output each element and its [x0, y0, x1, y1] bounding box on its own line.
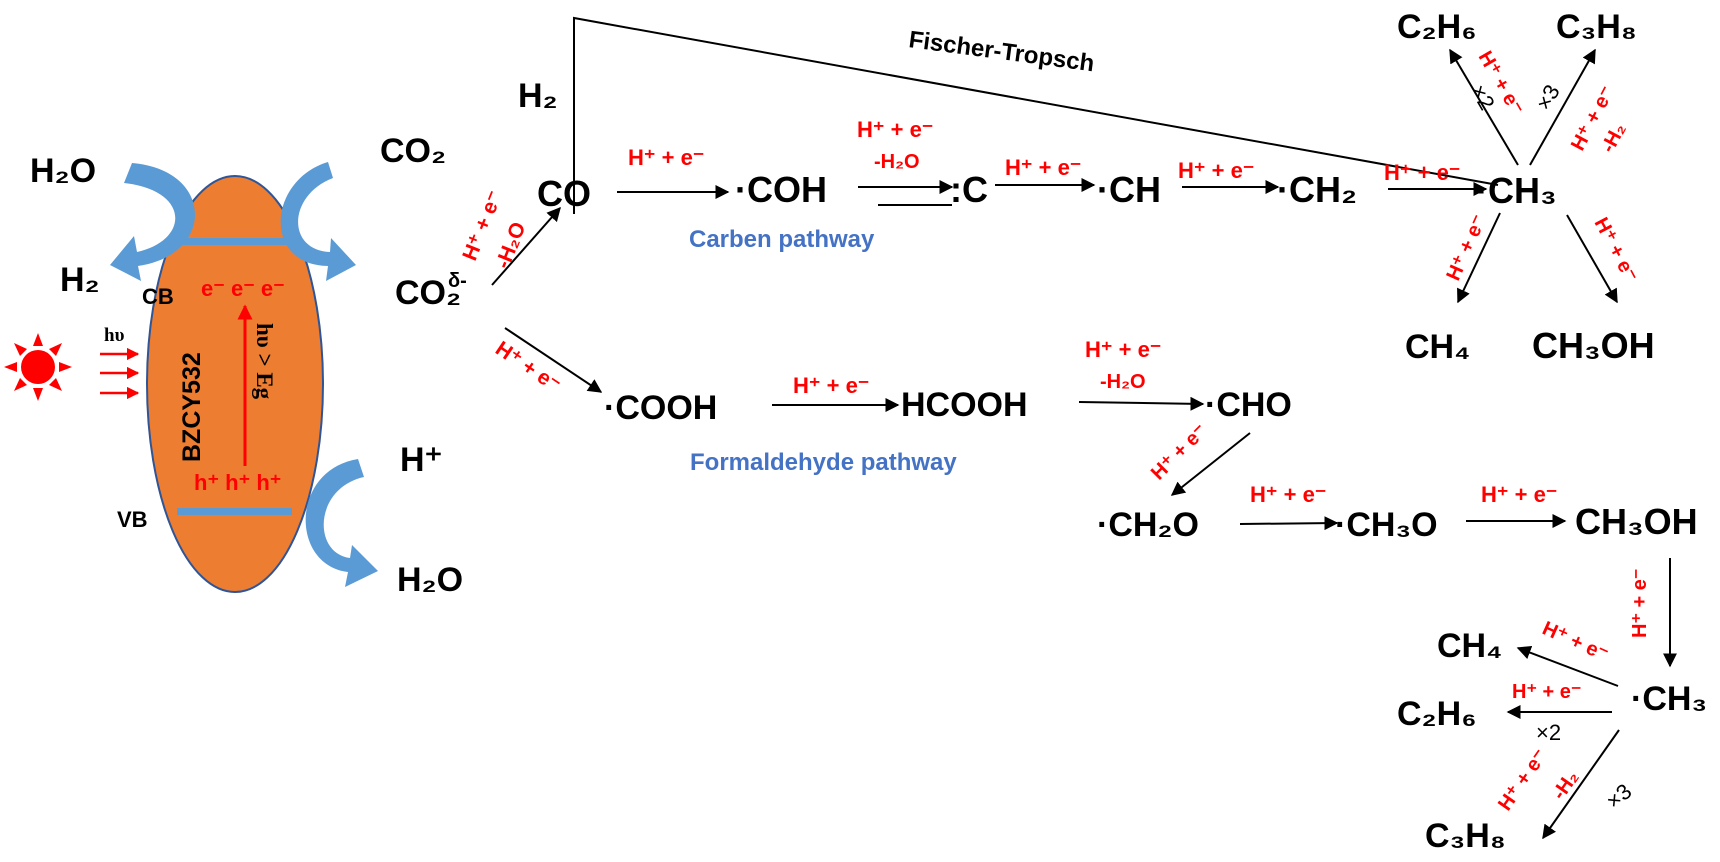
species-c3h8-top: C₃H₈	[1556, 8, 1637, 46]
species-ch: ·CH	[1097, 169, 1161, 210]
species-c2h6-bottom: C₂H₆	[1397, 695, 1477, 733]
species-c3h8-bottom: C₃H₈	[1425, 817, 1506, 855]
c3h8-top-x3: ×3	[1531, 80, 1565, 114]
species-ch4-top: CH₄	[1405, 328, 1470, 366]
ch2-hpe: H⁺ + e⁻	[1178, 158, 1254, 183]
cb-label: CB	[142, 284, 174, 309]
co2-flow-arrow	[280, 162, 356, 281]
catalyst-particle	[146, 175, 324, 593]
species-ch2: ·CH₂	[1277, 169, 1357, 210]
catalyst-name: BZCY532	[178, 352, 206, 462]
carben-pathway-label: Carben pathway	[689, 226, 875, 253]
holes-label: h⁺ h⁺ h⁺	[194, 470, 281, 495]
c3h8-bottom-x3: ×3	[1601, 779, 1636, 814]
co2-in-label: CO₂	[380, 132, 446, 170]
h2o-in-label: H₂O	[30, 152, 96, 190]
flow-arrows	[110, 162, 378, 587]
hplus-label: H⁺	[400, 441, 443, 479]
species-ch2o: ·CH₂O	[1097, 506, 1199, 544]
hcooh-hpe: H⁺ + e⁻	[793, 373, 869, 398]
species-ch3oh-top: CH₃OH	[1532, 325, 1655, 366]
c2h6-bottom-x2: ×2	[1536, 720, 1561, 745]
electrons-label: e⁻ e⁻ e⁻	[201, 276, 285, 301]
fischer-tropsch-label: Fischer-Tropsch	[907, 26, 1096, 77]
fischer-tropsch-line	[573, 16, 1499, 214]
c-hpe: H⁺ + e⁻	[857, 117, 933, 142]
h2o-out-label: H₂O	[397, 561, 463, 599]
conduction-band-bar	[177, 238, 292, 245]
catalyst-panel: hυ CB VB e⁻ e⁻ e⁻ h⁺ h⁺ h⁺ hυ > Eg BZCY5…	[4, 132, 463, 599]
valence-band-bar	[177, 508, 292, 515]
c3h8-bottom-minus-h2: -H₂	[1548, 767, 1583, 804]
species-ch3-top: ·CH₃	[1476, 170, 1557, 211]
cooh-hpe: H⁺ + e⁻	[491, 337, 564, 397]
species-ch3-bottom: ·CH₃	[1631, 680, 1707, 718]
ch3-bottom-hpe: H⁺ + e⁻	[1629, 569, 1651, 638]
species-co2-anion: CO₂	[395, 274, 461, 312]
species-coh: ·COH	[735, 169, 827, 210]
c3h8-top-minus-h2: -H₂	[1597, 120, 1631, 157]
c3h8-bottom-hpe: H⁺ + e⁻	[1494, 745, 1552, 815]
light-arrows	[100, 347, 140, 400]
species-ch4-bottom: CH₄	[1437, 627, 1502, 665]
vb-label: VB	[117, 507, 148, 532]
excitation-label: hυ > Eg	[252, 323, 277, 400]
species-cho: ·CHO	[1205, 386, 1292, 424]
ch3-hpe: H⁺ + e⁻	[1384, 160, 1460, 185]
formaldehyde-pathway-label: Formaldehyde pathway	[690, 449, 957, 476]
h2-out-label: H₂	[60, 261, 100, 299]
ch3oh-mid-hpe: H⁺ + e⁻	[1481, 482, 1557, 507]
h2o-to-h2-arrow	[110, 163, 196, 281]
ch3o-hpe: H⁺ + e⁻	[1250, 482, 1326, 507]
ch3oh-top-hpe: H⁺ + e⁻	[1590, 214, 1642, 286]
c2h6-bottom-hpe: H⁺ + e⁻	[1512, 681, 1581, 703]
ch4-bottom-hpe: H⁺ + e⁻	[1539, 617, 1611, 665]
ch2o-hpe: H⁺ + e⁻	[1147, 420, 1212, 485]
species-ch3oh-mid: CH₃OH	[1575, 501, 1698, 542]
ch-hpe: H⁺ + e⁻	[1005, 155, 1081, 180]
light-label: hυ	[104, 325, 125, 346]
species-c: :C	[950, 169, 988, 210]
hplus-to-h2o-arrow	[305, 459, 378, 587]
species-h2: H₂	[518, 77, 558, 115]
species-ch3o: ·CH₃O	[1335, 506, 1438, 544]
species-cooh: ·COOH	[604, 389, 717, 427]
species-co: CO	[537, 173, 591, 214]
reaction-network: CO₂ δ- Fischer-Tropsch H₂ H⁺ + e⁻ -H₂O C…	[395, 8, 1707, 855]
species-c2h6-top: C₂H₆	[1397, 8, 1477, 46]
cho-hpe: H⁺ + e⁻	[1085, 337, 1161, 362]
c-minus-h2o: -H₂O	[874, 151, 920, 173]
cho-minus-h2o: -H₂O	[1100, 371, 1146, 393]
species-hcooh: HCOOH	[901, 386, 1028, 424]
co-formation-minus-h2o: -H₂O	[491, 219, 530, 272]
species-co2-anion-charge: δ-	[448, 270, 467, 292]
coh-hpe: H⁺ + e⁻	[628, 145, 704, 170]
sun-icon	[4, 333, 72, 401]
